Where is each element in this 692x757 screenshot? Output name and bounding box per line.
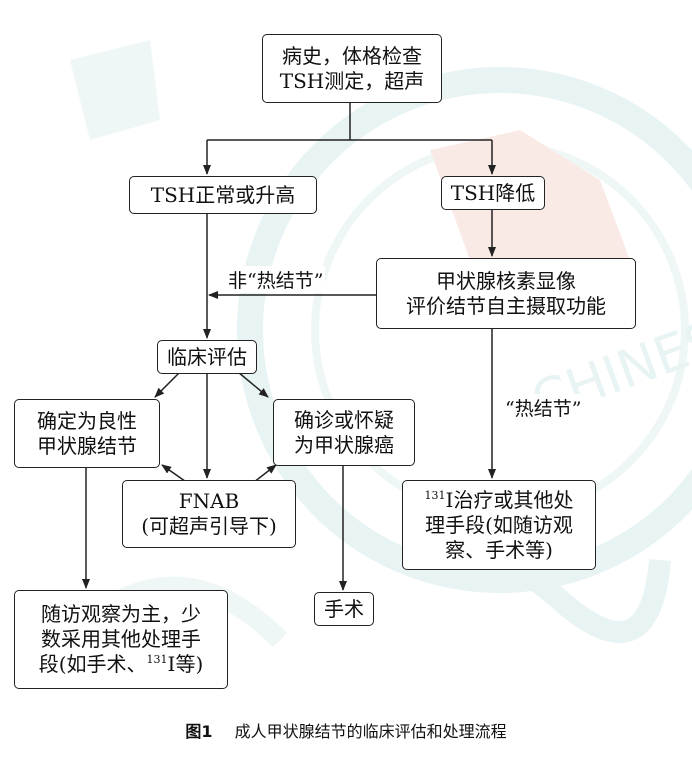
label-hot-nodule: “热结节” bbox=[503, 394, 584, 421]
box-benign-nodule: 确定为良性 甲状腺结节 bbox=[14, 399, 160, 468]
box-i131-treatment: 131I治疗或其他处 理手段(如随访观 察、手术等) bbox=[402, 480, 596, 570]
label-non-hot-nodule: 非“热结节” bbox=[226, 266, 326, 293]
figure-number: 图1 bbox=[185, 722, 213, 741]
box-nuclear-scan: 甲状腺核素显像 评价结节自主摄取功能 bbox=[376, 258, 636, 329]
figure-title: 成人甲状腺结节的临床评估和处理流程 bbox=[234, 722, 507, 741]
arrow-to-malignant bbox=[237, 371, 269, 398]
arrow-to-benign bbox=[154, 371, 181, 398]
box-surgery: 手术 bbox=[314, 592, 374, 626]
box-clinical-evaluation: 临床评估 bbox=[157, 340, 257, 374]
box-tsh-normal: TSH正常或升高 bbox=[129, 176, 317, 214]
figure-caption: 图1 成人甲状腺结节的临床评估和处理流程 bbox=[0, 718, 692, 742]
box-follow-up: 随访观察为主，少 数采用其他处理手 段(如手术、131I等) bbox=[14, 590, 228, 689]
box-fnab: FNAB (可超声引导下) bbox=[122, 480, 296, 548]
box-tsh-low: TSH降低 bbox=[441, 176, 545, 210]
box-history-exam: 病史，体格检查 TSH测定，超声 bbox=[262, 34, 442, 103]
box-suspected-cancer: 确诊或怀疑 为甲状腺癌 bbox=[273, 399, 415, 466]
